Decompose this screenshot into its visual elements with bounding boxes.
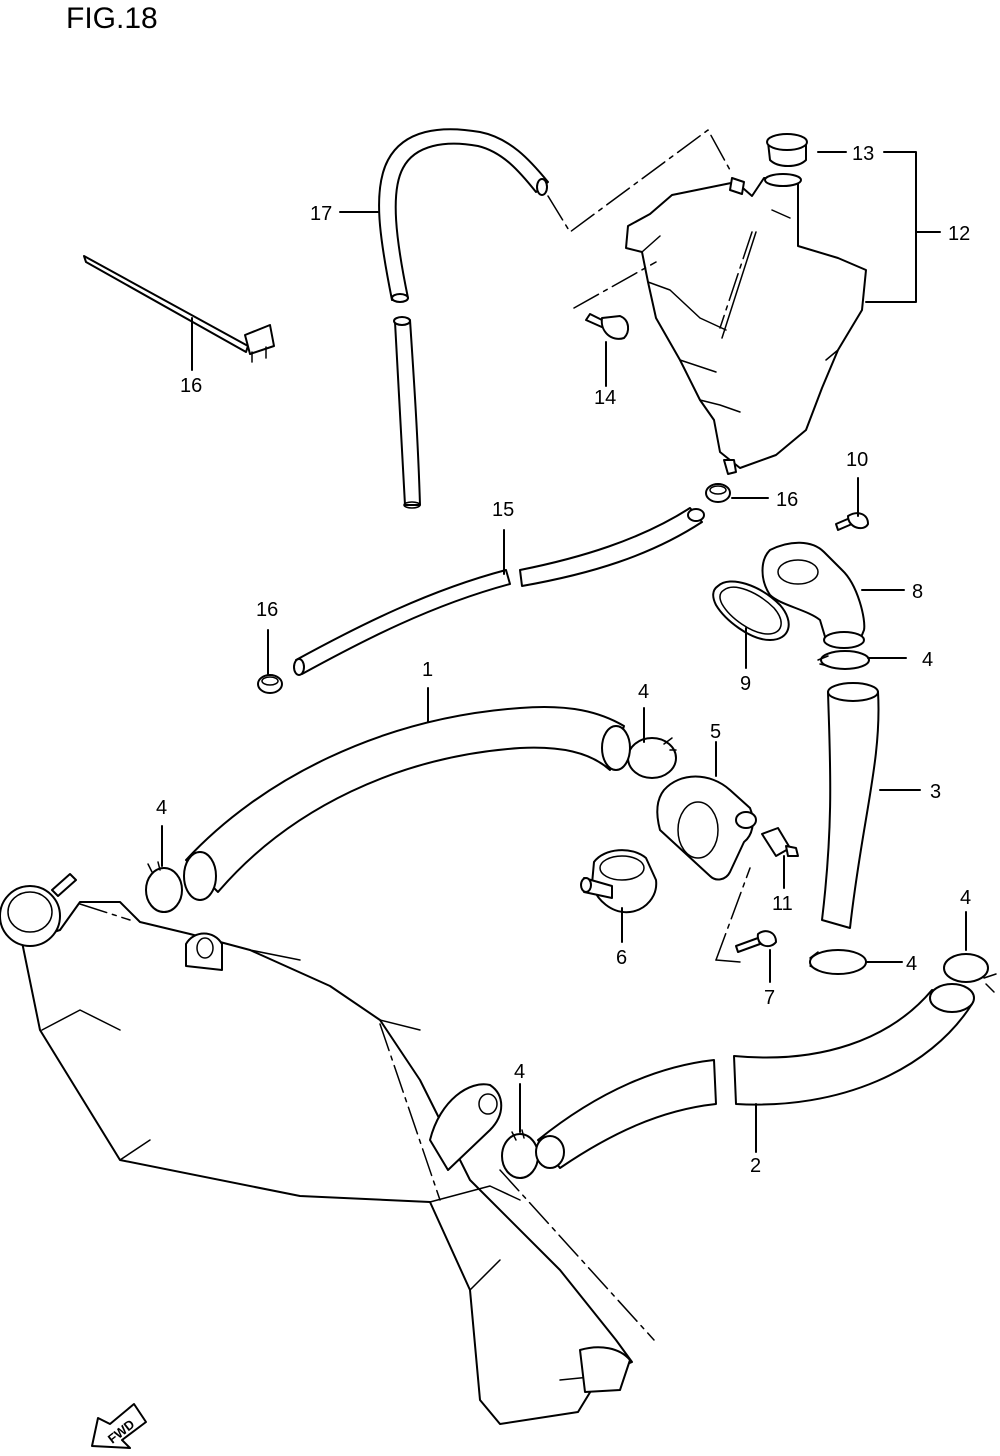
callout-4-bottom-right: 4 [906, 953, 917, 975]
callout-10: 10 [846, 449, 868, 471]
part-2-hose [535, 983, 975, 1169]
radiator [0, 873, 633, 1425]
callout-11: 11 [772, 893, 793, 915]
figure-title: FIG.18 [66, 2, 158, 35]
callout-7: 7 [764, 987, 775, 1009]
callout-6: 6 [616, 947, 627, 969]
part-4-clamp-center [627, 737, 677, 779]
part-5-thermostat-case [656, 775, 757, 881]
part-13-cap [766, 133, 808, 167]
callout-17: 17 [310, 203, 332, 225]
part-16-clip-upper [705, 483, 731, 503]
callout-labels: 17 16 14 13 12 15 16 10 16 8 9 4 1 4 5 3… [156, 143, 971, 1177]
callout-2: 2 [750, 1155, 761, 1177]
callout-5: 5 [710, 721, 721, 743]
callout-14: 14 [594, 387, 616, 409]
callout-16-tie: 16 [180, 375, 202, 397]
part-4-clamp-lower [501, 1129, 539, 1179]
part-8-thermostat-cover [761, 541, 866, 649]
callout-4-left: 4 [156, 797, 167, 819]
part-4-clamp-bottom-right [809, 949, 867, 975]
part-11-sensor [761, 827, 799, 857]
callout-13: 13 [852, 143, 874, 165]
part-16-cable-tie [83, 255, 275, 363]
callout-3: 3 [930, 781, 941, 803]
part-4-clamp-far-right [943, 953, 997, 993]
fwd-arrow: FWD [91, 1403, 147, 1449]
callout-4-far-right: 4 [960, 887, 971, 909]
leader-lines [161, 151, 967, 1153]
callout-16-lower-clip: 16 [256, 599, 278, 621]
part-15-hose [293, 507, 705, 676]
part-16-clip-lower [257, 674, 283, 694]
callout-15: 15 [492, 499, 514, 521]
callout-4-top: 4 [922, 649, 933, 671]
part-4-clamp-left [145, 861, 183, 913]
callout-16-upper-clip: 16 [776, 489, 798, 511]
part-12-reservoir-tank [625, 133, 867, 475]
part-10-bolt [835, 512, 869, 531]
callout-4-lower: 4 [514, 1061, 525, 1083]
callout-9: 9 [740, 673, 751, 695]
part-14-bolt [585, 313, 630, 340]
part-9-gasket [712, 580, 790, 641]
part-6-thermostat [580, 849, 658, 914]
part-4-clamp-top [817, 650, 870, 670]
part-17-hose [378, 128, 549, 509]
part-1-hose [183, 705, 631, 901]
callout-1: 1 [422, 659, 433, 681]
callout-12: 12 [948, 223, 970, 245]
callout-8: 8 [912, 581, 923, 603]
callout-4-center: 4 [638, 681, 649, 703]
part-3-hose [821, 682, 880, 929]
part-7-bolt [735, 930, 777, 953]
assembly-lines [79, 129, 753, 1341]
